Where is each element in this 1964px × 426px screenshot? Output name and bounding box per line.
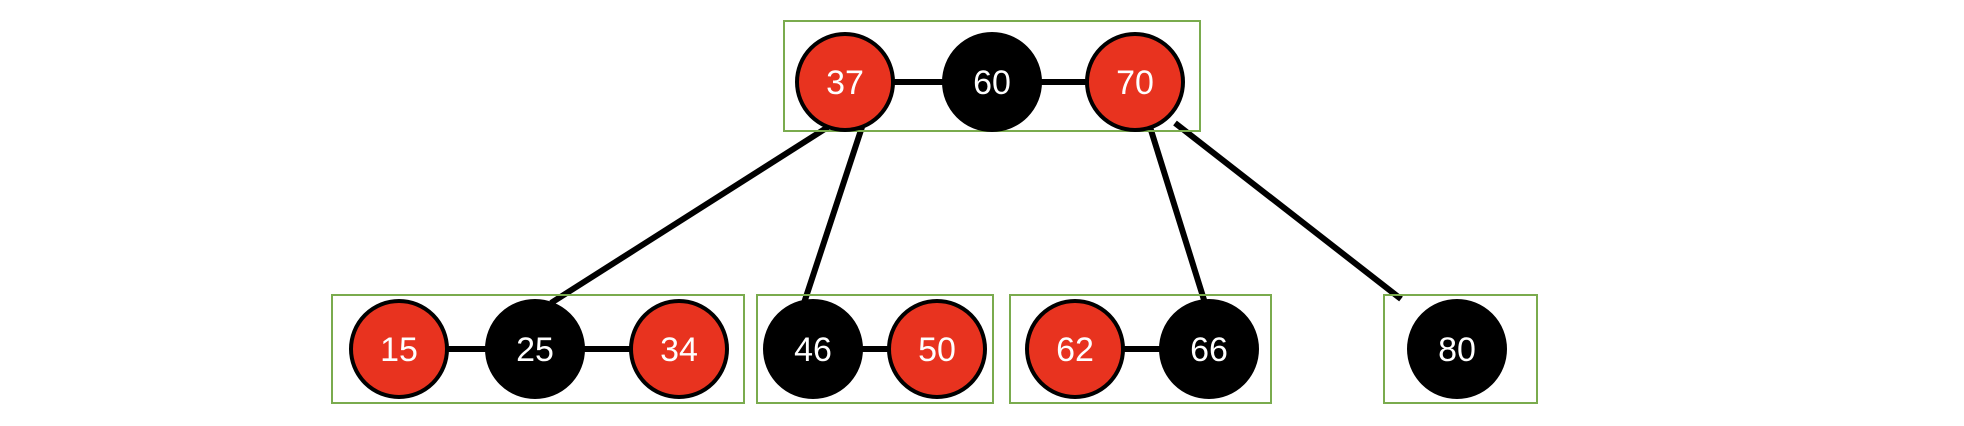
tree-node-15[interactable]: 15 (349, 299, 449, 399)
tree-edge (549, 124, 830, 306)
tree-node-60[interactable]: 60 (942, 32, 1042, 132)
node-circle-red[interactable] (887, 299, 987, 399)
tree-edge (1147, 126, 1208, 304)
group-box-leaf-group-15-25-34 (331, 294, 745, 404)
node-circle-red[interactable] (1085, 32, 1185, 132)
tree-node-62[interactable]: 62 (1025, 299, 1125, 399)
group-box-leaf-group-62-66 (1009, 294, 1272, 404)
node-circle-red[interactable] (629, 299, 729, 399)
tree-node-34[interactable]: 34 (629, 299, 729, 399)
tree-node-70[interactable]: 70 (1085, 32, 1185, 132)
node-circle-red[interactable] (1025, 299, 1125, 399)
tree-node-46[interactable]: 46 (763, 299, 863, 399)
edges-layer (549, 120, 1403, 306)
group-box-leaf-group-80 (1383, 294, 1538, 404)
node-circle-red[interactable] (795, 32, 895, 132)
tree-node-37[interactable]: 37 (795, 32, 895, 132)
tree-node-80[interactable]: 80 (1407, 299, 1507, 399)
tree-node-25[interactable]: 25 (485, 299, 585, 399)
node-circle-black[interactable] (1159, 299, 1259, 399)
tree-edge (801, 126, 865, 304)
node-circle-red[interactable] (349, 299, 449, 399)
node-circle-black[interactable] (942, 32, 1042, 132)
tree-edge (1173, 120, 1403, 302)
tree-node-66[interactable]: 66 (1159, 299, 1259, 399)
node-circle-black[interactable] (763, 299, 863, 399)
group-box-leaf-group-46-50 (756, 294, 994, 404)
node-circle-black[interactable] (1407, 299, 1507, 399)
node-circle-black[interactable] (485, 299, 585, 399)
tree-node-50[interactable]: 50 (887, 299, 987, 399)
